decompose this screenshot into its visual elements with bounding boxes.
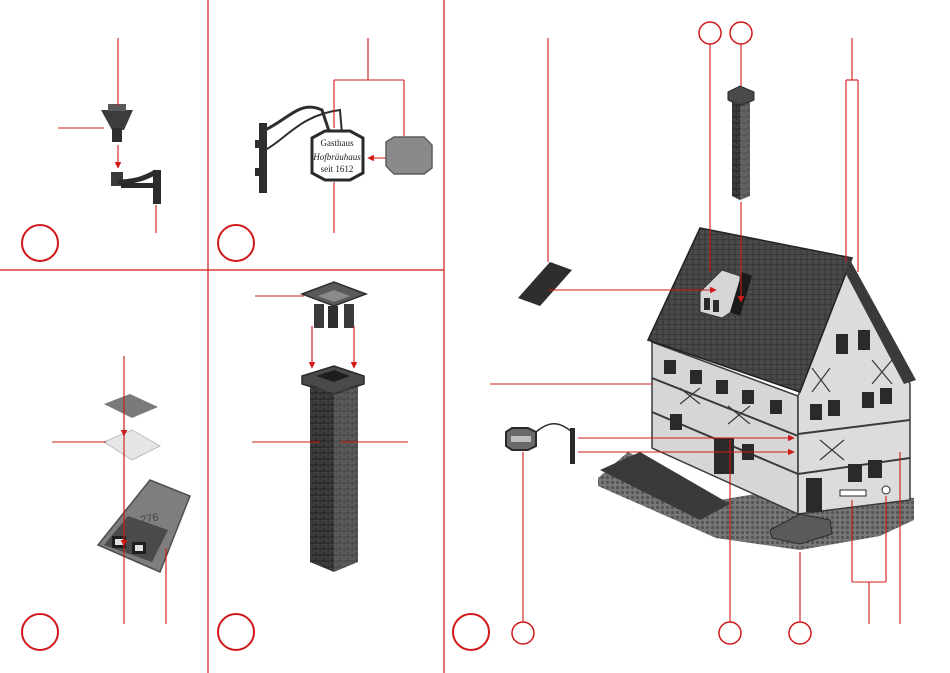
roof-panel-part [518, 262, 572, 306]
glazing-sheet-dark [104, 394, 158, 418]
callout-circle-sign [512, 622, 534, 644]
panel-house [453, 22, 916, 650]
panel-box: 276 [22, 356, 190, 650]
box-step-circle [22, 614, 58, 650]
callout-circle-door [719, 622, 741, 644]
house-chimney-part [728, 86, 754, 200]
chimney-stack-part [302, 366, 364, 572]
lamp-shade-part [101, 104, 133, 142]
glazing-sheet-clear [104, 430, 160, 460]
callout-circle-chimney [730, 22, 752, 44]
chimney-cap-part [302, 282, 366, 328]
sign-step-circle [218, 225, 254, 261]
house-step-circle [453, 614, 489, 650]
panel-lamp [22, 38, 161, 261]
inn-sign-board: Gasthaus Hofbräuhaus seit 1612 [312, 131, 363, 180]
chimney-step-circle [218, 614, 254, 650]
house-sign-part [506, 424, 575, 464]
panel-chimney [218, 282, 408, 650]
sign-insert-part [386, 137, 432, 174]
lamp-bracket-part [111, 170, 161, 204]
lamp-step-circle [22, 225, 58, 261]
panel-dividers [0, 0, 444, 673]
callout-circle-dormer [699, 22, 721, 44]
sign-text-line1: Gasthaus [321, 138, 354, 148]
panel-sign: Gasthaus Hofbräuhaus seit 1612 [218, 38, 432, 261]
callout-circle-base [789, 622, 811, 644]
number-box-part: 276 [98, 480, 190, 572]
sign-text-line3: seit 1612 [321, 164, 354, 174]
lamp-leader-lines [58, 38, 156, 233]
sign-text-line2: Hofbräuhaus [312, 152, 361, 162]
